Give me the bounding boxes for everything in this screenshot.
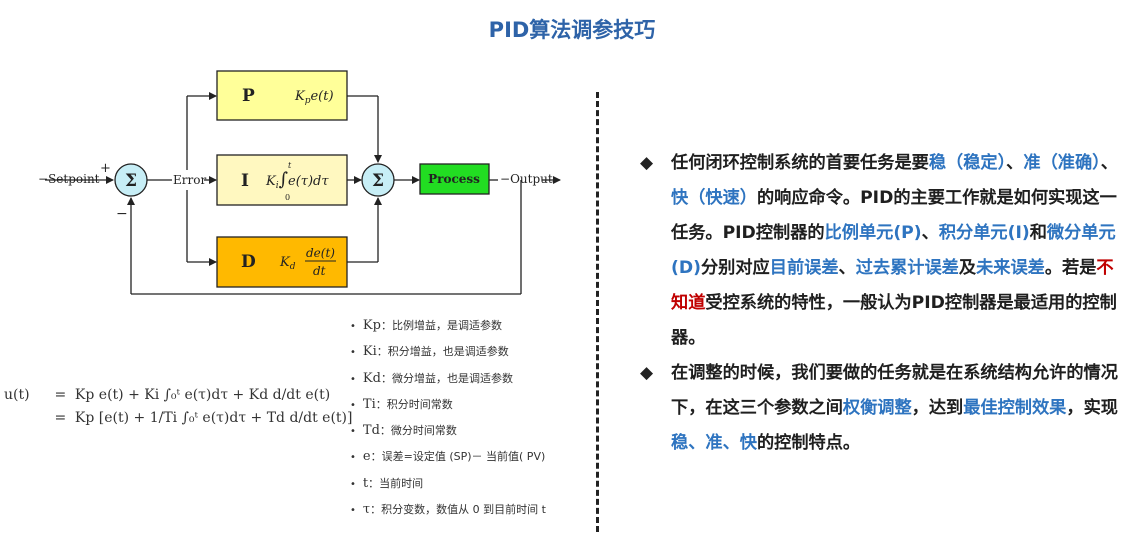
error-label: Error xyxy=(173,173,206,187)
dashed-divider xyxy=(596,92,599,532)
pid-formula: u(t) = Kp e(t) + Ki ∫₀ᵗ e(τ)dτ + Kd d/dt… xyxy=(4,384,352,430)
process-label: Process xyxy=(428,172,480,186)
d-label: D xyxy=(241,252,256,272)
process-block xyxy=(419,163,490,195)
param-item: Ki：积分增益，也是调适参数 xyxy=(350,344,546,370)
diamond-bullet-icon: ◆ xyxy=(640,363,654,383)
param-item: e：误差=设定值 (SP)－ 当前值( PV) xyxy=(350,449,546,475)
param-item: Ti：积分时间常数 xyxy=(350,397,546,423)
pid-block-diagram: −Setpoint + − Σ Error P Kpe(t) I Ki∫e(τ)… xyxy=(38,70,561,295)
diamond-bullet-icon: ◆ xyxy=(640,153,654,173)
formula-line-2: Kp [e(t) + 1/Ti ∫₀ᵗ e(τ)dτ + Td d/dt e(t… xyxy=(74,410,353,426)
minus-sign: − xyxy=(116,206,128,222)
bullet-paragraph-2: ◆在调整的时候，我们要做的任务就是在系统结构允许的情况下，在这三个参数之间权衡调… xyxy=(640,356,1126,461)
svg-text:dt: dt xyxy=(313,264,326,278)
param-item: Td：微分时间常数 xyxy=(350,423,546,449)
output-label: −Output xyxy=(500,172,553,186)
sum-symbol-2: Σ xyxy=(372,171,384,191)
i-label: I xyxy=(241,171,249,191)
svg-text:t: t xyxy=(288,161,292,170)
i-formula: Ki∫e(τ)dτ xyxy=(265,169,329,191)
page-title: PID算法调参技巧 xyxy=(488,18,656,42)
parameter-list: Kp：比例增益，是调适参数 Ki：积分增益，也是调适参数 Kd：微分增益，也是调… xyxy=(350,318,546,528)
param-item: Kd：微分增益，也是调适参数 xyxy=(350,371,546,397)
d-block xyxy=(216,236,348,288)
bullet-paragraph-1: ◆任何闭环控制系统的首要任务是要稳（稳定）、准（准确）、快（快速）的响应命令。P… xyxy=(640,146,1126,356)
explanation-panel: ◆任何闭环控制系统的首要任务是要稳（稳定）、准（准确）、快（快速）的响应命令。P… xyxy=(640,146,1126,461)
p-formula: Kpe(t) xyxy=(294,89,334,106)
param-item: t：当前时间 xyxy=(350,476,546,502)
param-item: Kp：比例增益，是调适参数 xyxy=(350,318,546,344)
p-label: P xyxy=(242,86,255,106)
formula-lhs: u(t) xyxy=(4,387,30,403)
i-block xyxy=(216,154,348,206)
param-item: τ：积分变数，数值从 0 到目前时间 t xyxy=(350,502,546,528)
formula-line-1: Kp e(t) + Ki ∫₀ᵗ e(τ)dτ + Kd d/dt e(t) xyxy=(74,387,331,403)
svg-text:de(t): de(t) xyxy=(306,246,335,260)
setpoint-label: −Setpoint xyxy=(38,172,100,186)
svg-text:0: 0 xyxy=(285,193,290,202)
plus-sign: + xyxy=(100,161,111,176)
sum-symbol-1: Σ xyxy=(125,171,137,191)
